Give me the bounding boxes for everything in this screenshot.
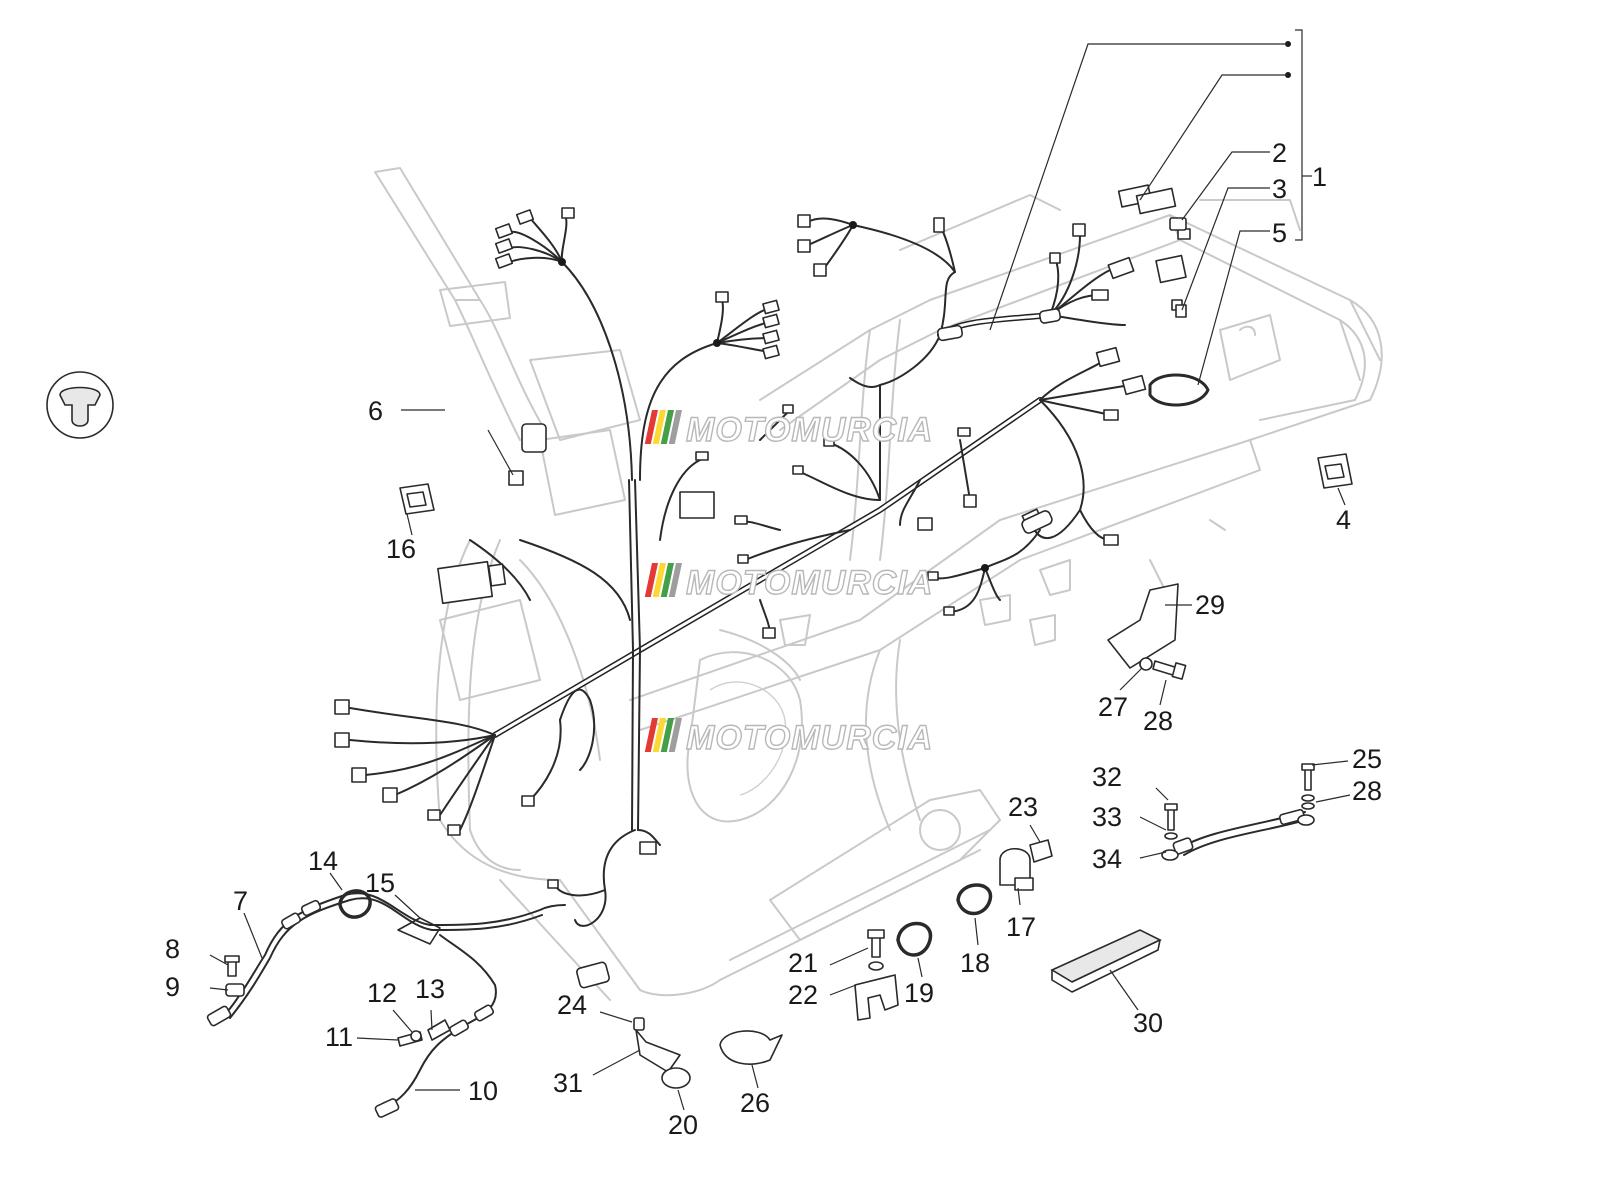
watermark-3: MOTOMURCIA [644, 718, 933, 758]
callout-2: 2 [1272, 138, 1287, 168]
callout-5: 5 [1272, 218, 1287, 248]
watermark-stripe-yellow [652, 410, 666, 444]
harness-connectors [334, 41, 1291, 889]
callout-29: 29 [1195, 590, 1225, 620]
scooter-frame [374, 167, 1383, 1001]
callout-28a: 28 [1143, 706, 1173, 736]
callout-19: 19 [904, 978, 934, 1008]
callout-labels: 1 2 3 4 5 6 7 8 9 10 11 12 13 14 15 16 1… [165, 138, 1382, 1140]
watermark-stripe-red [644, 410, 658, 444]
watermark-2: MOTOMURCIA [644, 563, 933, 603]
callout-24: 24 [557, 990, 587, 1020]
watermark-text: MOTOMURCIA [686, 719, 933, 757]
callout-6: 6 [368, 396, 383, 426]
callout-12: 12 [367, 978, 397, 1008]
watermark-stripe-grey [668, 410, 682, 444]
callout-25: 25 [1352, 744, 1382, 774]
callout-9: 9 [165, 972, 180, 1002]
watermark-stripe-green [660, 410, 674, 444]
callout-4: 4 [1336, 505, 1351, 535]
callout-15: 15 [365, 868, 395, 898]
callout-22: 22 [788, 980, 818, 1010]
leader-lines [209, 29, 1351, 1111]
callout-13: 13 [415, 974, 445, 1004]
callout-3: 3 [1272, 174, 1287, 204]
callout-33: 33 [1092, 802, 1122, 832]
callout-34: 34 [1092, 844, 1122, 874]
callout-17: 17 [1006, 912, 1036, 942]
watermark-text: MOTOMURCIA [686, 564, 933, 602]
callout-23: 23 [1008, 792, 1038, 822]
callout-21: 21 [788, 948, 818, 978]
callout-14: 14 [308, 846, 338, 876]
callout-32: 32 [1092, 762, 1122, 792]
callout-31: 31 [553, 1068, 583, 1098]
watermark-text: MOTOMURCIA [686, 411, 933, 449]
callout-27: 27 [1098, 692, 1128, 722]
watermark-1: MOTOMURCIA [644, 410, 933, 450]
callout-26: 26 [740, 1088, 770, 1118]
callout-28b: 28 [1352, 776, 1382, 806]
loose-parts [46, 187, 1353, 1118]
callout-18: 18 [960, 948, 990, 978]
callout-20: 20 [668, 1110, 698, 1140]
callout-8: 8 [165, 934, 180, 964]
callout-10: 10 [468, 1076, 498, 1106]
callout-11: 11 [325, 1022, 353, 1052]
callout-30: 30 [1133, 1008, 1163, 1038]
callout-7: 7 [233, 886, 248, 916]
callout-1: 1 [1312, 162, 1327, 192]
callout-16: 16 [386, 534, 416, 564]
